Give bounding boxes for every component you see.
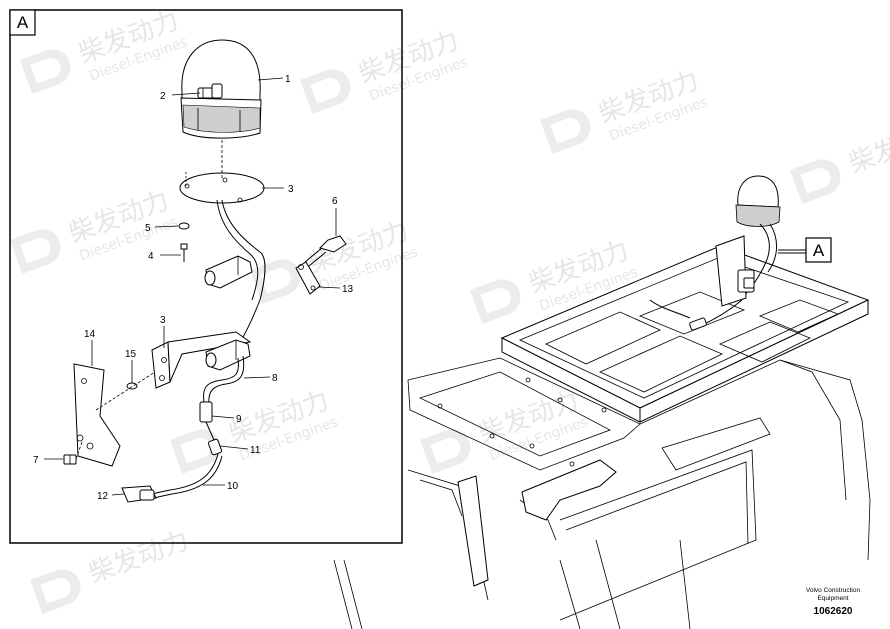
callout-14: 14 [84, 329, 96, 340]
callout-8: 8 [272, 373, 278, 384]
overview-label-box: A [778, 237, 832, 263]
overview-beacon [737, 175, 779, 208]
footer-line1: Volvo Construction [806, 587, 861, 594]
mount-plate-part-14 [73, 363, 121, 467]
cable-part-10 [151, 453, 219, 495]
lamp-cable [221, 199, 266, 346]
screw-part-4 [180, 243, 188, 262]
detail-view-frame [9, 9, 403, 544]
plug-part-11 [207, 438, 223, 456]
beacon-lamp [180, 39, 262, 139]
callout-7: 7 [33, 455, 39, 466]
harness-part-8 [203, 357, 239, 403]
washer-part-5 [178, 222, 190, 230]
callout-5: 5 [145, 223, 151, 234]
callout-3-lower: 3 [160, 315, 166, 326]
plug-part-9 [199, 401, 215, 441]
callout-leaders [44, 77, 341, 496]
callout-12: 12 [97, 491, 109, 502]
overview-label: A [813, 241, 825, 260]
footer-line2: Equipment [817, 595, 848, 602]
callout-9: 9 [236, 414, 242, 425]
clip-part-13 [295, 261, 321, 295]
connector-part-12 [121, 485, 157, 503]
callout-4: 4 [148, 251, 154, 262]
callout-6: 6 [332, 196, 338, 207]
bolt-part-2 [197, 83, 223, 99]
callout-numbers: 1 2 3 5 4 6 13 14 3 15 8 9 11 7 10 12 [33, 74, 354, 502]
callout-1: 1 [285, 74, 291, 85]
callout-3: 3 [288, 184, 294, 195]
callout-11: 11 [250, 445, 261, 456]
detail-view-label: A [17, 13, 29, 32]
footer-number: 1062620 [814, 606, 853, 617]
watermark-cn: 柴发动力 [85, 526, 193, 590]
callout-13: 13 [342, 284, 354, 295]
watermark-cn: 柴发动力 [845, 116, 890, 180]
base-plate [179, 140, 265, 204]
nut-part-7 [63, 454, 77, 465]
connector-lower [205, 339, 251, 371]
cab-overview [333, 175, 871, 629]
footer: Volvo Construction Equipment 1062620 [806, 587, 861, 617]
washer-part-15 [126, 382, 138, 390]
callout-15: 15 [125, 349, 137, 360]
callout-10: 10 [227, 481, 239, 492]
detail-view-label-box: A [9, 9, 36, 36]
bolt-part-6 [304, 235, 347, 267]
connector-upper [204, 255, 253, 289]
callout-2: 2 [160, 91, 166, 102]
